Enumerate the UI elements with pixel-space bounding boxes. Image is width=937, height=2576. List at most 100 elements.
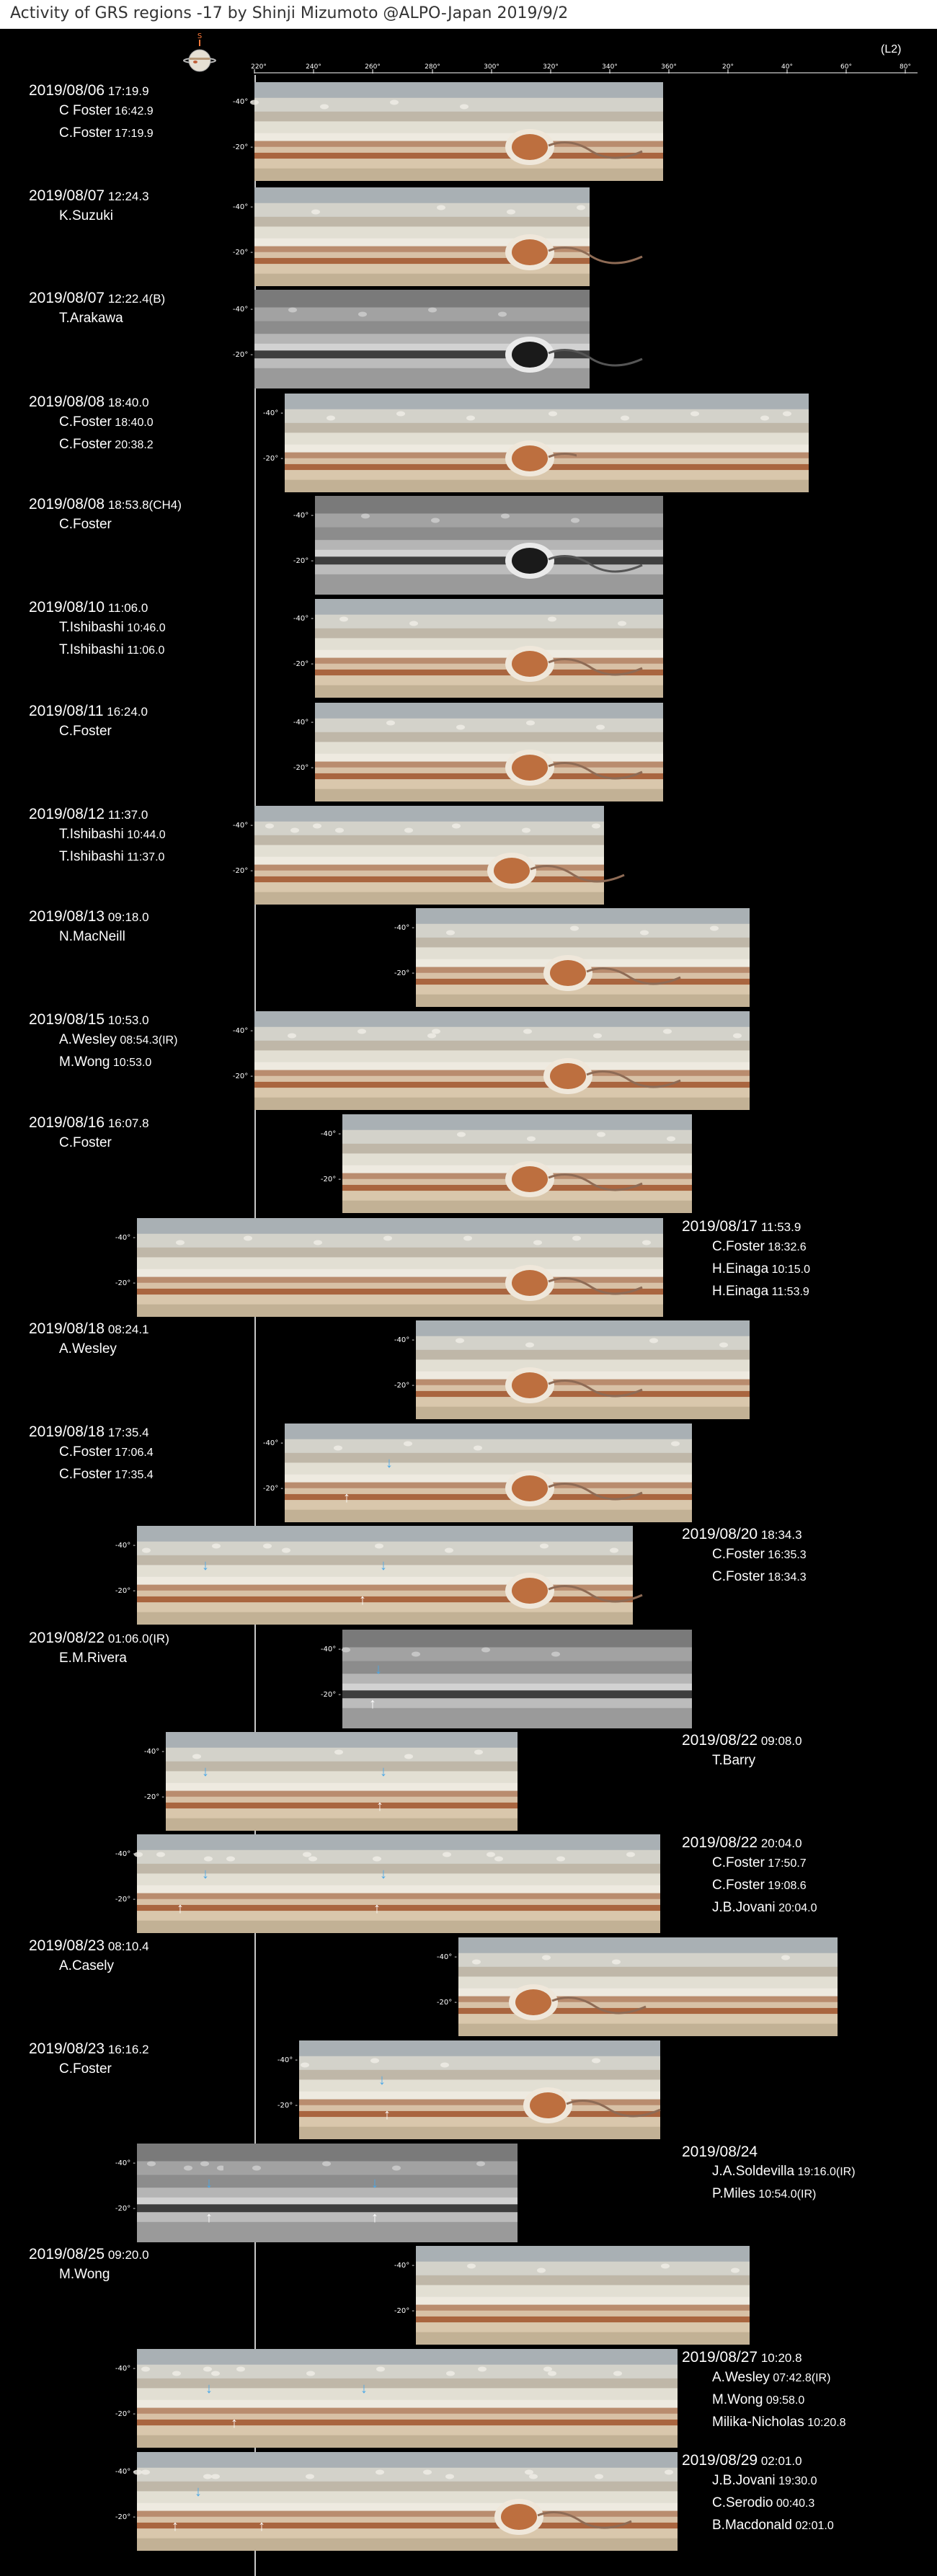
jupiter-image — [342, 1114, 692, 1213]
lat-tick-label: -20° - — [320, 1691, 341, 1699]
observer-name: K.Suzuki — [59, 208, 113, 223]
observer-line: T.Ishibashi 11:06.0 — [29, 639, 245, 662]
lat-tick-label: -20° - — [115, 2410, 136, 2418]
observer-line: C.Foster 18:34.3 — [682, 1566, 898, 1589]
observer-line: C Foster 16:42.9 — [29, 100, 245, 123]
observation-date-line: 2019/08/12 11:37.0 — [29, 806, 245, 824]
jupiter-image — [458, 1834, 660, 1933]
observation-label: 2019/08/22 01:06.0(IR)E.M.Rivera — [29, 1630, 245, 1669]
image-panel — [137, 2144, 226, 2242]
jupiter-image — [416, 1320, 750, 1419]
image-panel — [468, 1011, 750, 1110]
observer-time: 10:46.0 — [123, 622, 166, 634]
image-panel — [285, 1424, 692, 1522]
image-panel — [472, 2452, 678, 2551]
feature-arrow-white: ↑ — [369, 1696, 376, 1712]
lat-tick-label: -40° - — [115, 2468, 136, 2476]
feature-arrow-blue: ↓ — [205, 2381, 213, 2397]
observer-line: N.MacNeill — [29, 926, 245, 948]
observer-line: C.Foster 16:35.3 — [682, 1544, 898, 1566]
header-bar: Activity of GRS regions -17 by Shinji Mi… — [0, 0, 937, 29]
lat-tick-label: -40° - — [232, 98, 253, 106]
observer-name: T.Ishibashi — [59, 642, 124, 657]
lat-tick-label: -20° - — [394, 2307, 414, 2315]
lat-tick-label: -40° - — [320, 1645, 341, 1653]
observer-time: 08:54.3(IR) — [116, 1034, 178, 1047]
observation-label: 2019/08/08 18:53.8(CH4)C.Foster — [29, 496, 245, 536]
observation-time: 09:20.0 — [105, 2248, 149, 2262]
observer-line: A.Wesley 07:42.8(IR) — [682, 2367, 898, 2389]
observer-line: T.Ishibashi 11:37.0 — [29, 846, 245, 869]
lat-tick-label: -20° - — [143, 1793, 164, 1801]
observer-time: 10:53.0 — [110, 1057, 152, 1069]
image-panel — [458, 1834, 660, 1933]
observer-name: T.Ishibashi — [59, 620, 124, 635]
observation-time: 01:06.0(IR) — [105, 1632, 169, 1645]
lat-tick-label: -20° - — [232, 351, 253, 359]
observer-line: C.Serodio 00:40.3 — [682, 2492, 898, 2515]
image-panel — [315, 496, 663, 595]
observer-time: 17:06.4 — [111, 1447, 154, 1459]
observation-date-line: 2019/08/29 02:01.0 — [682, 2452, 898, 2470]
feature-arrow-blue: ↓ — [386, 1455, 393, 1471]
observation-time: 16:16.2 — [105, 2043, 149, 2056]
observation-date-line: 2019/08/27 10:20.8 — [682, 2349, 898, 2367]
lat-tick-label: -20° - — [262, 1485, 283, 1493]
feature-arrow-white: ↑ — [172, 2518, 179, 2534]
feature-arrow-blue: ↓ — [202, 1764, 209, 1780]
feature-arrow-white: ↑ — [383, 2107, 391, 2123]
feature-arrow-blue: ↓ — [378, 2072, 386, 2088]
image-panel — [254, 1011, 468, 1110]
jupiter-image — [342, 1630, 692, 1728]
observer-name: J.B.Jovani — [712, 1900, 776, 1915]
observation-date-line: 2019/08/07 12:22.4(B) — [29, 290, 245, 308]
observation-date: 2019/08/22 — [29, 1630, 105, 1646]
lat-tick-label: -20° - — [293, 764, 314, 772]
lat-tick-label: -20° - — [115, 1279, 136, 1287]
observer-line: J.A.Soldevilla 19:16.0(IR) — [682, 2161, 898, 2183]
feature-arrow-blue: ↓ — [202, 1866, 209, 1882]
observer-name: C.Foster — [712, 1855, 765, 1870]
observer-name: H.Einaga — [712, 1261, 769, 1276]
observation-time: 10:53.0 — [105, 1013, 149, 1027]
jupiter-image — [416, 2246, 750, 2345]
observer-line: C.Foster 17:50.7 — [682, 1852, 898, 1875]
jupiter-image — [315, 703, 663, 801]
jupiter-image — [134, 1834, 254, 1933]
lon-tick-label: 260° — [365, 63, 381, 71]
observation-row: -40° --20° -2019/08/08 18:53.8(CH4)C.Fos… — [0, 496, 937, 595]
observation-time: 11:37.0 — [105, 808, 148, 822]
image-panel — [315, 599, 663, 698]
observation-time: 18:34.3 — [758, 1528, 802, 1542]
observer-name: A.Casely — [59, 1958, 115, 1973]
observation-time: 18:40.0 — [105, 396, 149, 409]
observation-date: 2019/08/18 — [29, 1320, 105, 1337]
observer-line: H.Einaga 11:53.9 — [682, 1281, 898, 1303]
jupiter-orientation-icon: S — [177, 32, 222, 76]
observer-time: 10:44.0 — [123, 829, 166, 841]
observation-date-line: 2019/08/23 16:16.2 — [29, 2040, 245, 2058]
lat-tick-label: -20° - — [320, 1176, 341, 1183]
jupiter-image — [254, 1011, 468, 1110]
observer-name: A.Wesley — [712, 2370, 770, 2385]
observation-date: 2019/08/13 — [29, 908, 105, 925]
observer-name: N.MacNeill — [59, 929, 125, 944]
observation-date-line: 2019/08/13 09:18.0 — [29, 908, 245, 926]
lat-tick-label: -20° - — [115, 1896, 136, 1904]
image-panel — [342, 1630, 692, 1728]
lat-tick-label: -20° - — [115, 1587, 136, 1595]
feature-arrow-blue: ↓ — [371, 2175, 378, 2191]
observer-line: C.Foster 17:35.4 — [29, 1464, 245, 1486]
